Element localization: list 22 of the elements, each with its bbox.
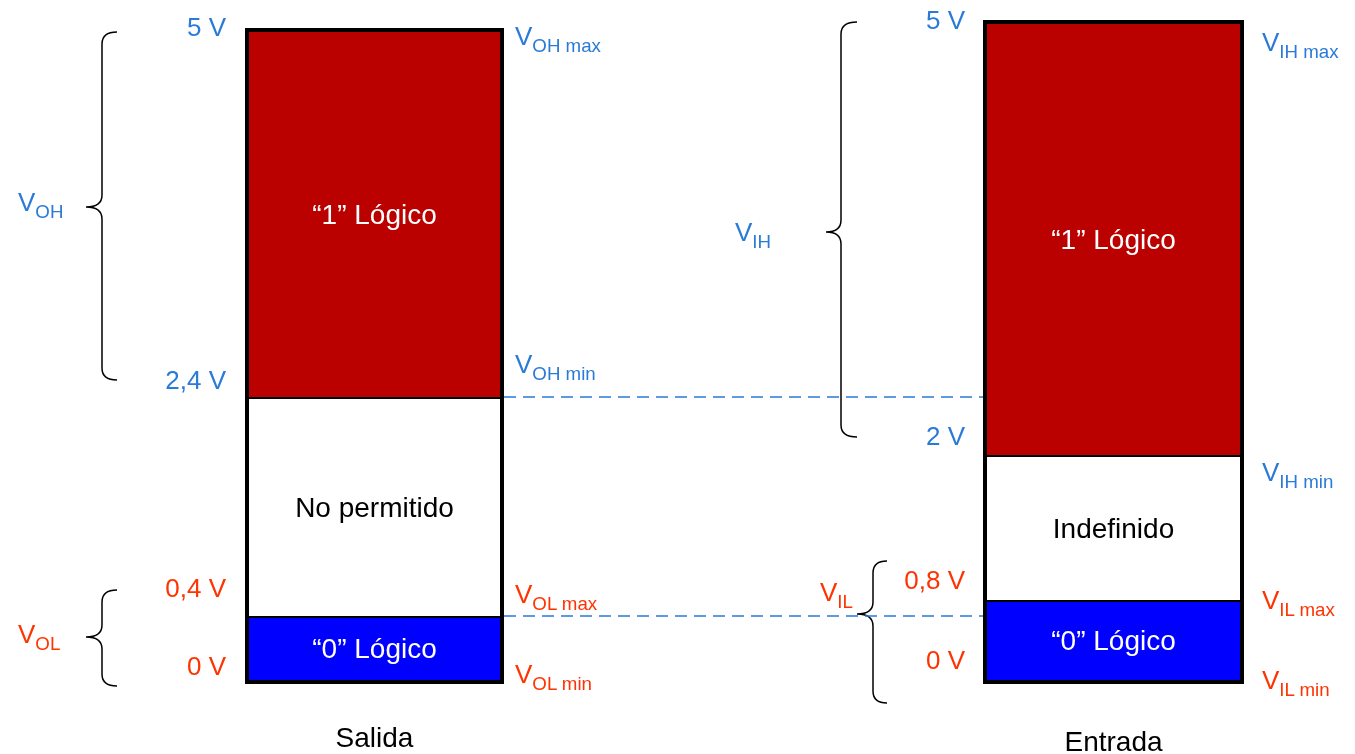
zone-label: Indefinido <box>1052 512 1175 545</box>
logic-high-zone <box>987 24 1240 455</box>
logic-low-zone <box>987 600 1240 680</box>
voltage-label: 0,8 V <box>904 567 965 593</box>
voltage-label: 5 V <box>925 7 965 33</box>
zone-label: No permitido <box>295 491 454 524</box>
dashed-level-line <box>503 615 984 617</box>
dashed-level-line <box>503 396 984 398</box>
zone-label: “0” Lógico <box>1051 625 1176 657</box>
voltage-label: 0,4 V <box>165 575 226 601</box>
voltage-label: 5 V <box>186 14 226 40</box>
voltage-label: 2 V <box>925 423 965 449</box>
column-heading: Entrada <box>1064 726 1163 754</box>
voltage-label: 2,4 V <box>165 367 226 393</box>
logic-high-zone <box>249 32 500 397</box>
zone-label: “0” Lógico <box>312 633 437 665</box>
zone-label: “1” Lógico <box>312 198 437 231</box>
voltage-label: 0 V <box>186 653 226 679</box>
zone-label: “1” Lógico <box>1051 223 1176 256</box>
voltage-label: 0 V <box>925 647 965 673</box>
column-heading: Salida <box>335 722 414 754</box>
logic-low-zone <box>249 616 500 680</box>
